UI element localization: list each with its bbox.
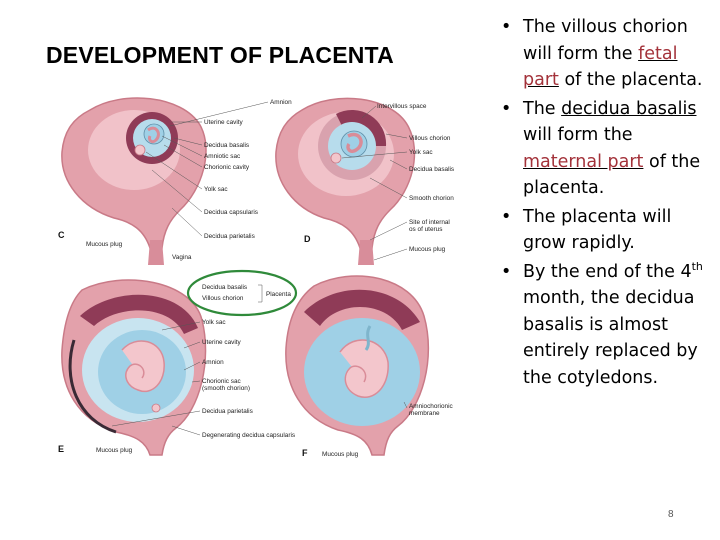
panel-f-labels: Amniochorionic membrane Mucous plug	[322, 403, 453, 458]
bullet-dot: •	[501, 98, 512, 119]
placenta-development-figure: C Amnion Uterine cavity Decidua basalis …	[52, 90, 472, 460]
panel-e-decidua-basalis	[80, 294, 198, 334]
panel-f-illustration	[285, 275, 430, 456]
bullet-item-3: •The placenta will grow rapidly.	[497, 204, 712, 257]
label-e-mucous-plug: Mucous plug	[96, 447, 133, 454]
panel-e-yolk-sac	[151, 403, 161, 413]
label-f-amniochorionic-1: Amniochorionic	[409, 403, 453, 410]
panel-c-illustration	[61, 97, 207, 265]
label-e-uterine-cavity: Uterine cavity	[202, 339, 242, 346]
panel-f-fetus	[339, 339, 389, 398]
panel-f-letter: F	[302, 448, 308, 458]
panel-d-letter: D	[304, 234, 311, 244]
term-fetal-part: fetal part	[523, 43, 678, 91]
label-c-uterine-cavity: Uterine cavity	[204, 119, 244, 126]
bullet-list: •The villous chorion will form the fetal…	[497, 14, 712, 393]
term-maternal-part: maternal part	[523, 151, 644, 172]
label-c-vagina: Vagina	[172, 254, 192, 261]
panel-e-leader-lines	[111, 284, 263, 436]
term-decidua-basalis: decidua basalis	[561, 98, 697, 119]
label-d-yolk-sac: Yolk sac	[409, 149, 433, 156]
figure-illustration: C Amnion Uterine cavity Decidua basalis …	[58, 97, 454, 458]
label-e-villous-chorion: Villous chorion	[202, 295, 244, 302]
panel-f-umbilical-cord	[364, 325, 372, 351]
panel-f-placenta	[304, 289, 420, 330]
superscript-th: th	[691, 259, 703, 273]
bullet-item-1: •The villous chorion will form the fetal…	[497, 14, 712, 94]
label-e-decidua-basalis: Decidua basalis	[202, 284, 247, 291]
label-e-chorionic-sac-1: Chorionic sac	[202, 378, 242, 385]
label-e-amnion: Amnion	[202, 359, 224, 366]
label-f-amniochorionic-2: membrane	[409, 410, 440, 417]
bullet-dot: •	[501, 17, 512, 37]
label-f-mucous-plug: Mucous plug	[322, 451, 359, 458]
panel-d-illustration	[275, 97, 416, 265]
panel-c-letter: C	[58, 230, 65, 240]
bullet-dot: •	[501, 261, 512, 282]
panel-c-cervix	[148, 240, 164, 265]
label-c-yolk-sac: Yolk sac	[204, 186, 228, 193]
panel-e-letter: E	[58, 444, 64, 454]
panel-c-embryo	[147, 126, 160, 144]
label-d-site-internal-os-1: Site of internal	[409, 219, 450, 226]
highlight-ellipse	[186, 269, 298, 317]
panel-c-labels: Amnion Uterine cavity Decidua basalis Am…	[86, 99, 292, 261]
panel-d-labels: Intervillous space Villous chorion Yolk …	[377, 103, 454, 253]
label-d-site-internal-os-2: os of uterus	[409, 226, 442, 233]
label-e-yolk-sac: Yolk sac	[202, 319, 226, 326]
bullet-item-4: •By the end of the 4th month, the decidu…	[501, 259, 703, 388]
label-e-decidua-parietalis: Decidua parietalis	[202, 408, 253, 415]
label-d-intervillous-space: Intervillous space	[377, 103, 427, 110]
label-c-decidua-parietalis: Decidua parietalis	[204, 233, 255, 240]
panel-e-labels: Decidua basalis Villous chorion Placenta…	[96, 284, 295, 454]
label-c-decidua-basalis: Decidua basalis	[204, 142, 249, 149]
label-e-chorionic-sac-2: (smooth chorion)	[202, 385, 250, 392]
panel-e-decidua-parietalis	[68, 339, 117, 434]
panel-c-yolk-sac	[134, 144, 146, 156]
page-number: 8	[668, 509, 674, 520]
bullet-item-2: •The decidua basalis will form the mater…	[497, 96, 712, 202]
bullet-dot: •	[501, 206, 512, 227]
label-c-chorionic-cavity: Chorionic cavity	[204, 164, 250, 171]
panel-f-leader-lines	[403, 401, 408, 409]
panel-e-fetus	[121, 340, 165, 393]
panel-c-leader-lines	[145, 101, 269, 237]
panel-d-embryo	[346, 132, 363, 154]
label-d-smooth-chorion: Smooth chorion	[409, 195, 454, 202]
label-d-villous-chorion: Villous chorion	[409, 135, 451, 142]
panel-d-leader-lines	[341, 105, 408, 261]
label-d-mucous-plug: Mucous plug	[409, 246, 446, 253]
panel-e-illustration	[61, 279, 207, 456]
label-c-decidua-capsularis: Decidua capsularis	[204, 209, 258, 216]
panel-d-cervix	[358, 240, 374, 265]
label-e-degenerating-decidua: Degenerating decidua capsularis	[202, 432, 295, 439]
label-d-decidua-basalis: Decidua basalis	[409, 166, 454, 173]
label-c-amniotic-sac: Amniotic sac	[204, 153, 241, 160]
label-c-amnion: Amnion	[270, 99, 292, 106]
label-e-placenta: Placenta	[266, 291, 291, 298]
panel-d-yolk-sac	[330, 152, 342, 164]
label-c-mucous-plug: Mucous plug	[86, 241, 123, 248]
slide-title: DEVELOPMENT OF PLACENTA	[46, 42, 394, 68]
